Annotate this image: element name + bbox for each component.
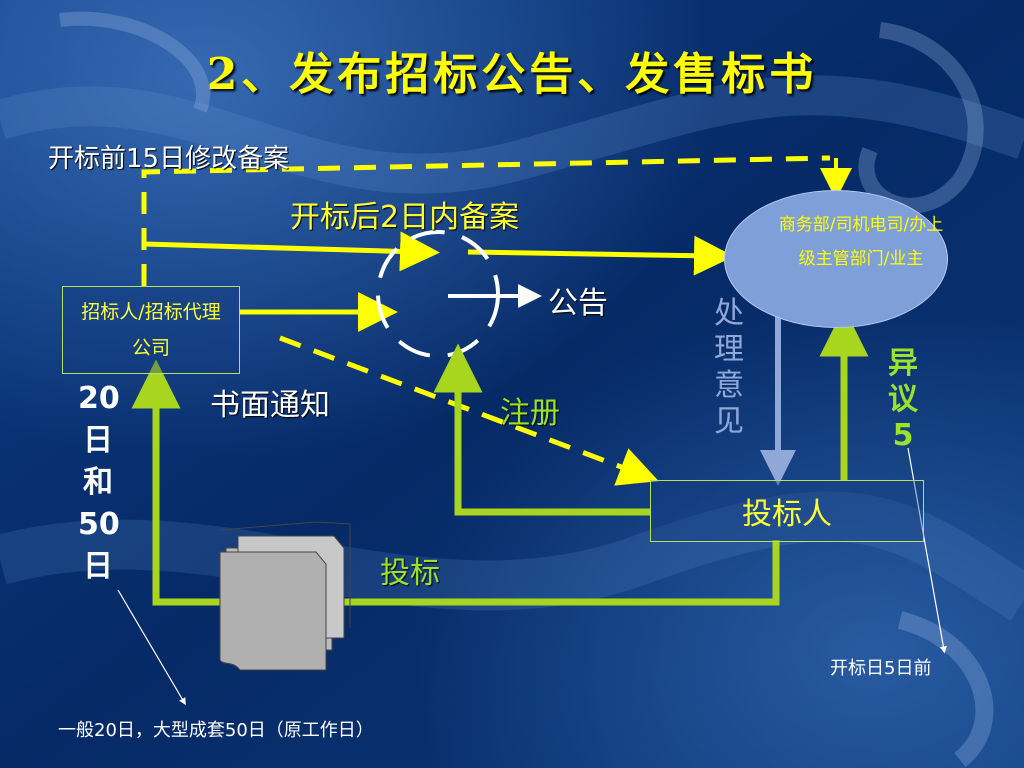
announcement-label: 公告 bbox=[548, 286, 608, 321]
tenderer-to-announcement-arrow bbox=[143, 231, 440, 272]
page-title: 2、发布招标公告、发售标书 bbox=[206, 49, 818, 100]
objection-label: 异议5 bbox=[888, 346, 918, 453]
bidder-label: 投标人 bbox=[742, 497, 832, 532]
footnote: 一般20日，大型成套50日（原工作日） bbox=[58, 720, 374, 741]
register-label: 注册 bbox=[500, 396, 560, 431]
register-line bbox=[433, 343, 650, 516]
handling-opinion-label: 处理意见 bbox=[714, 296, 744, 439]
pointer-line-right bbox=[907, 447, 947, 654]
filing-2-label: 开标后2日内备案 bbox=[290, 200, 520, 235]
bid-line bbox=[131, 359, 780, 606]
document-stack-icon bbox=[219, 521, 351, 671]
amend-route bbox=[141, 155, 852, 286]
bid-label: 投标 bbox=[380, 556, 440, 591]
tenderer-label: 招标人/招标代理公司 bbox=[81, 300, 221, 359]
tenderer-node: 招标人/招标代理公司 bbox=[62, 286, 240, 374]
written-notice-label: 书面通知 bbox=[210, 388, 330, 423]
bidder-node: 投标人 bbox=[650, 480, 924, 542]
pointer-line-left bbox=[117, 589, 186, 706]
filing-arrow bbox=[467, 235, 734, 276]
five-days-note: 开标日5日前 bbox=[830, 658, 932, 679]
department-label: 商务部/司机电司/办上级主管部门/业主 bbox=[778, 215, 944, 269]
department-node bbox=[724, 190, 948, 328]
amend-15-label: 开标前15日修改备案 bbox=[48, 144, 290, 174]
days-20-50-label: 20日和50日 bbox=[78, 381, 120, 584]
